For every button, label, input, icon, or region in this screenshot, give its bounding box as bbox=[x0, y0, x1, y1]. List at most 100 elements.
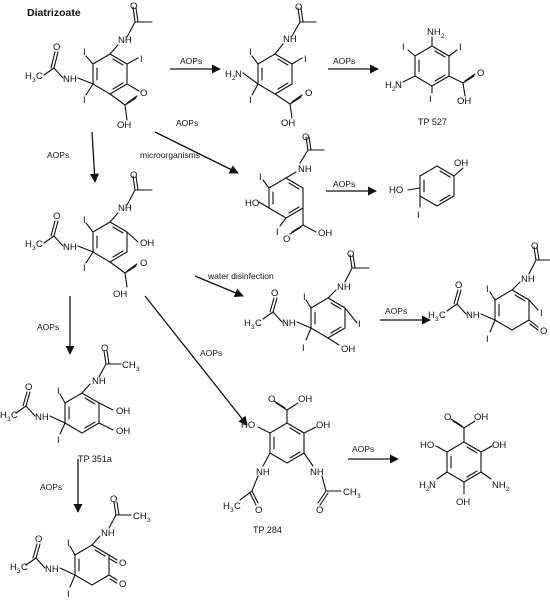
svg-text:H: H bbox=[419, 480, 426, 491]
svg-text:I: I bbox=[302, 343, 305, 354]
molecule-tp284: O OH OH HO NH NH O CH 3 H 3 C O TP 284 bbox=[223, 394, 361, 535]
svg-text:I: I bbox=[249, 47, 252, 58]
label-water-disinfection: water disinfection bbox=[207, 271, 274, 281]
svg-text:O: O bbox=[540, 326, 547, 337]
svg-text:I: I bbox=[459, 42, 462, 53]
svg-text:NH: NH bbox=[337, 282, 351, 293]
svg-text:NH: NH bbox=[63, 74, 77, 85]
svg-text:N: N bbox=[235, 69, 242, 80]
svg-text:O: O bbox=[531, 241, 538, 252]
svg-text:NH: NH bbox=[35, 412, 49, 423]
svg-text:I: I bbox=[67, 589, 70, 600]
label-aops-1: AOPs bbox=[180, 56, 202, 66]
svg-text:I: I bbox=[358, 319, 361, 330]
svg-text:I: I bbox=[249, 95, 252, 106]
svg-text:OH: OH bbox=[456, 497, 470, 508]
svg-text:OH: OH bbox=[113, 289, 127, 300]
svg-text:OH: OH bbox=[117, 120, 131, 131]
svg-text:2: 2 bbox=[232, 75, 236, 82]
svg-text:CH: CH bbox=[343, 487, 357, 498]
label-aops-6: AOPs bbox=[385, 306, 407, 316]
svg-text:HO: HO bbox=[245, 198, 259, 209]
diagram-title: Diatrizoate bbox=[27, 7, 81, 19]
label-tp351a: TP 351a bbox=[78, 454, 112, 464]
svg-text:I: I bbox=[83, 263, 86, 274]
svg-text:OH: OH bbox=[316, 420, 330, 431]
molecule-quinone-right: NH O I I NH O H 3 C O I bbox=[428, 241, 550, 345]
arrow-labels: AOPs AOPs AOPs microorganisms AOPs AOPs … bbox=[37, 56, 407, 492]
svg-text:O: O bbox=[316, 505, 323, 516]
svg-text:I: I bbox=[303, 292, 306, 303]
svg-text:OH: OH bbox=[318, 228, 332, 239]
svg-text:I: I bbox=[83, 95, 86, 106]
arrow-4 bbox=[154, 131, 239, 174]
svg-text:H: H bbox=[223, 501, 230, 512]
svg-text:OH: OH bbox=[474, 412, 488, 423]
arrow-3 bbox=[89, 131, 100, 183]
svg-text:H: H bbox=[428, 310, 435, 321]
svg-text:C: C bbox=[255, 318, 262, 329]
svg-text:NH: NH bbox=[521, 274, 535, 285]
molecule-quinone-bottom: NH CH 3 O O O I NH O H 3 C I bbox=[10, 494, 151, 600]
svg-text:NH: NH bbox=[63, 242, 77, 253]
svg-text:NH: NH bbox=[256, 467, 270, 478]
svg-text:O: O bbox=[477, 68, 484, 79]
svg-text:N: N bbox=[429, 480, 436, 491]
svg-text:OH: OH bbox=[281, 118, 295, 129]
svg-text:3: 3 bbox=[357, 493, 361, 500]
svg-text:3: 3 bbox=[147, 517, 151, 524]
svg-text:H: H bbox=[25, 71, 32, 82]
label-aops-4: AOPs bbox=[47, 150, 69, 160]
molecule-diamino-product: O OH OH HO NH 2 H 2 N OH bbox=[419, 412, 510, 508]
svg-text:O: O bbox=[271, 288, 278, 299]
label-tp527: TP 527 bbox=[418, 117, 447, 127]
molecule-intermediate-2: NH O I HO I OH O bbox=[245, 132, 332, 245]
svg-text:I: I bbox=[402, 42, 405, 53]
svg-text:OH: OH bbox=[454, 158, 468, 169]
svg-text:NH: NH bbox=[492, 480, 506, 491]
molecule-tp351a: NH CH 3 O OH I NH O H 3 C OH I TP 351a bbox=[0, 343, 140, 464]
svg-text:3: 3 bbox=[7, 416, 11, 423]
svg-text:3: 3 bbox=[17, 568, 21, 575]
svg-text:C: C bbox=[21, 562, 28, 573]
svg-text:C: C bbox=[234, 501, 241, 512]
svg-text:O: O bbox=[455, 280, 462, 291]
svg-text:OH: OH bbox=[116, 406, 130, 417]
svg-text:NH: NH bbox=[45, 564, 59, 575]
svg-text:I: I bbox=[276, 227, 279, 238]
svg-text:NH: NH bbox=[310, 467, 324, 478]
svg-text:O: O bbox=[255, 505, 262, 516]
svg-text:I: I bbox=[83, 215, 86, 226]
svg-text:HO: HO bbox=[389, 185, 403, 196]
svg-text:HO: HO bbox=[420, 440, 434, 451]
svg-text:I: I bbox=[140, 54, 143, 65]
svg-text:NH: NH bbox=[283, 34, 297, 45]
svg-text:H: H bbox=[385, 80, 392, 91]
svg-text:OH: OH bbox=[116, 426, 130, 437]
svg-text:I: I bbox=[304, 54, 307, 65]
svg-text:O: O bbox=[444, 412, 451, 423]
svg-text:3: 3 bbox=[230, 507, 234, 514]
svg-text:I: I bbox=[486, 334, 489, 345]
molecule-iodoresorcinol: OH HO I bbox=[389, 158, 468, 221]
svg-text:I: I bbox=[486, 284, 489, 295]
svg-text:O: O bbox=[305, 88, 312, 99]
svg-text:N: N bbox=[395, 80, 402, 91]
svg-text:H: H bbox=[225, 69, 232, 80]
label-aops-10: AOPs bbox=[40, 482, 62, 492]
svg-text:3: 3 bbox=[435, 316, 439, 323]
svg-text:NH: NH bbox=[427, 27, 441, 38]
svg-text:NH: NH bbox=[101, 528, 115, 539]
svg-text:NH: NH bbox=[92, 376, 106, 387]
svg-text:3: 3 bbox=[251, 324, 255, 331]
molecule-intermediate-3: NH O OH I NH O H 3 C I O OH bbox=[25, 170, 154, 300]
svg-text:2: 2 bbox=[392, 86, 396, 93]
label-tp284: TP 284 bbox=[253, 525, 282, 535]
svg-text:I: I bbox=[67, 538, 70, 549]
label-aops-7: AOPs bbox=[37, 322, 59, 332]
svg-text:I: I bbox=[83, 47, 86, 58]
svg-text:I: I bbox=[540, 308, 543, 319]
svg-text:O: O bbox=[25, 382, 32, 393]
svg-text:O: O bbox=[119, 558, 126, 569]
